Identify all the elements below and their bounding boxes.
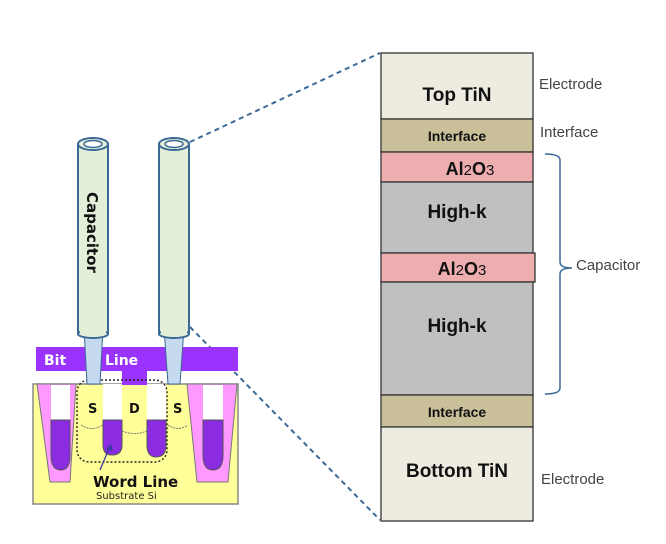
junction-curve-3 bbox=[167, 424, 189, 429]
high-k-top-label: High-k bbox=[427, 202, 487, 223]
al2o3-mid-o: O bbox=[464, 259, 478, 279]
word-line-label: Word Line bbox=[93, 473, 178, 491]
capacitor-cylinder-left-hole bbox=[83, 139, 103, 149]
layer-high-k-bottom bbox=[380, 281, 534, 396]
source-label-right: S bbox=[173, 402, 182, 417]
buried-wordline-right bbox=[202, 419, 224, 471]
interface-bottom-label: Interface bbox=[428, 404, 487, 420]
al2o3-mid-sub1: 2 bbox=[456, 262, 464, 279]
buried-wordline-left bbox=[50, 419, 71, 471]
al2o3-top-sub2: 3 bbox=[486, 162, 494, 179]
capacitor-vertical-label: Capacitor bbox=[83, 192, 101, 273]
layer-al2o3-top bbox=[380, 151, 534, 183]
word-line-gate-2 bbox=[146, 419, 167, 458]
gate-trench-void-1 bbox=[103, 384, 122, 420]
bit-line-label-left: Bit bbox=[44, 353, 66, 369]
drain-label: D bbox=[129, 402, 140, 417]
substrate-label: Substrate Si bbox=[96, 491, 157, 502]
layer-bottom-tin bbox=[380, 426, 534, 522]
layer-interface-top bbox=[380, 118, 534, 153]
bottom-tin-label: Bottom TiN bbox=[406, 461, 508, 482]
capacitor-brace bbox=[544, 153, 573, 395]
bit-line-contact bbox=[122, 371, 147, 385]
capacitor-cylinder-right-base-cover bbox=[161, 326, 187, 334]
al2o3-mid-label: Al2O3 bbox=[438, 259, 487, 279]
interface-top-label: Interface bbox=[428, 128, 487, 144]
trench-void-right bbox=[203, 385, 223, 420]
electrode-bottom-annotation: Electrode bbox=[541, 471, 604, 488]
junction-curve-2 bbox=[121, 430, 148, 434]
gate-trench-void-2 bbox=[147, 384, 166, 420]
top-tin-label: Top TiN bbox=[423, 85, 492, 106]
word-line-arrowhead bbox=[106, 444, 113, 451]
electrode-top-annotation: Electrode bbox=[539, 76, 602, 93]
capacitor-cylinder-right bbox=[158, 143, 190, 335]
al2o3-top-sub1: 2 bbox=[464, 162, 472, 179]
layer-stack bbox=[380, 52, 536, 522]
capacitor-cylinder-right-hole bbox=[164, 139, 184, 149]
junction-curve-1 bbox=[80, 424, 104, 429]
bit-line bbox=[36, 347, 238, 371]
al2o3-top-label: Al2O3 bbox=[446, 159, 495, 179]
interface-annotation: Interface bbox=[540, 124, 598, 141]
al2o3-mid-sub2: 3 bbox=[478, 262, 486, 279]
zoom-line-top bbox=[189, 52, 381, 143]
al2o3-mid-al: Al bbox=[438, 259, 456, 279]
layer-interface-bottom bbox=[380, 394, 534, 428]
cell-outline-dotted bbox=[76, 379, 168, 463]
trench-void-left bbox=[51, 385, 70, 420]
high-k-bottom-label: High-k bbox=[427, 316, 487, 337]
capacitor-annotation: Capacitor bbox=[576, 257, 640, 274]
layer-high-k-top bbox=[380, 181, 534, 254]
bit-line-label-right: Line bbox=[105, 353, 138, 369]
capacitor-cylinder-left-base-cover bbox=[80, 326, 106, 334]
al2o3-top-al: Al bbox=[446, 159, 464, 179]
source-label-left: S bbox=[88, 402, 97, 417]
al2o3-top-o: O bbox=[472, 159, 486, 179]
word-line-gate-1 bbox=[102, 419, 123, 456]
